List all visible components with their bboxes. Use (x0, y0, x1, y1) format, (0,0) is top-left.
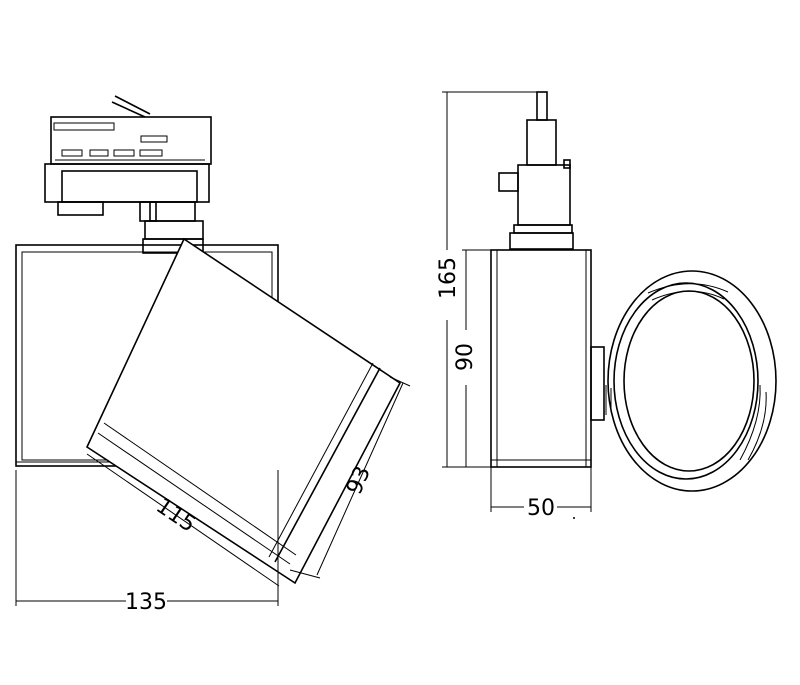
dim-label-90: 90 (453, 343, 478, 371)
side-view: 165 90 50 (436, 91, 777, 521)
side-body (490, 249, 605, 468)
side-lens-ring (605, 270, 777, 492)
dim-label-50: 50 (527, 496, 555, 521)
dimension-165: 165 (436, 91, 542, 467)
dimension-90: 90 (442, 249, 510, 468)
side-connector (498, 91, 574, 250)
dimension-50: 50 (490, 467, 592, 521)
track-adapter (44, 95, 212, 254)
dim-label-135: 135 (125, 590, 167, 615)
tilted-lamp-head (85, 237, 402, 585)
dimension-135: 135 (15, 470, 279, 615)
front-view: 115 93 135 (15, 95, 411, 615)
dim-label-165: 165 (436, 257, 461, 299)
